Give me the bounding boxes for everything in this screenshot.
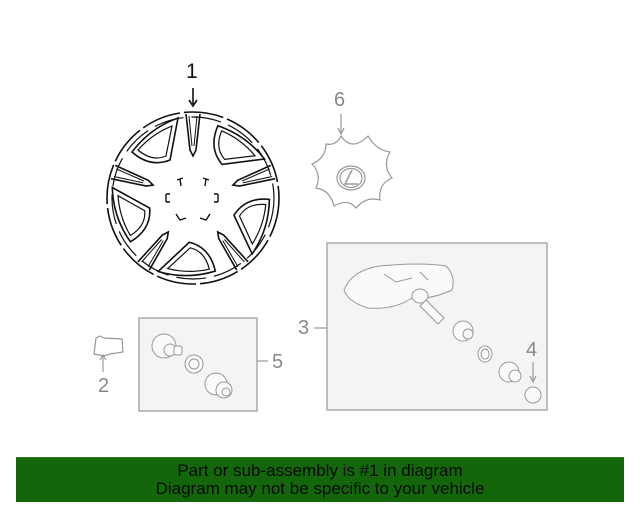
banner-line-1: Part or sub-assembly is #1 in diagram xyxy=(177,461,463,480)
valve-stem-kit-box[interactable] xyxy=(138,317,268,412)
callout-6[interactable]: 6 xyxy=(334,89,346,111)
callout-4[interactable]: 4 xyxy=(526,339,538,361)
wheel-cover-drawing[interactable] xyxy=(97,88,291,300)
callout-1[interactable]: 1 xyxy=(186,60,198,83)
tpms-sensor-box[interactable] xyxy=(314,242,548,411)
callout-2[interactable]: 2 xyxy=(98,375,110,397)
diagram-notice-banner: Part or sub-assembly is #1 in diagram Di… xyxy=(16,457,624,502)
callout-5[interactable]: 5 xyxy=(272,351,284,373)
callout-3[interactable]: 3 xyxy=(298,317,310,339)
banner-line-2: Diagram may not be specific to your vehi… xyxy=(155,479,485,498)
sensor-clip-drawing[interactable] xyxy=(93,335,124,372)
center-cap-drawing[interactable] xyxy=(310,114,393,209)
